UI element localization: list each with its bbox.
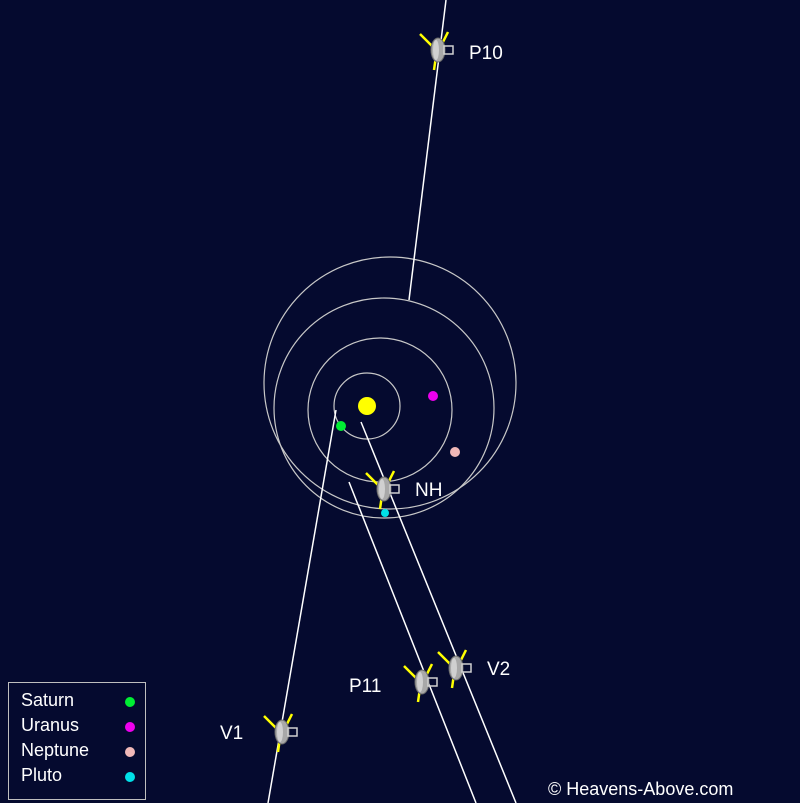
legend-item-neptune: Neptune xyxy=(9,739,145,763)
neptune-dot-icon xyxy=(125,747,135,757)
planet-legend: Saturn Uranus Neptune Pluto xyxy=(8,682,146,800)
p11-trajectory xyxy=(348,481,477,803)
nh-label: NH xyxy=(415,480,443,501)
pluto-dot-icon xyxy=(125,772,135,782)
legend-item-saturn: Saturn xyxy=(9,689,145,713)
legend-label: Uranus xyxy=(21,715,80,735)
uranus-dot-icon xyxy=(125,722,135,732)
legend-label: Saturn xyxy=(21,690,75,710)
uranus-dot xyxy=(428,391,438,401)
legend-item-pluto: Pluto xyxy=(9,764,145,788)
saturn-orbit xyxy=(333,372,401,440)
sun xyxy=(358,397,376,415)
p11-label: P11 xyxy=(349,676,382,697)
v2-label: V2 xyxy=(487,659,511,680)
p10-label: P10 xyxy=(469,43,503,64)
legend-label: Neptune xyxy=(21,740,90,760)
saturn-dot xyxy=(336,421,346,431)
pluto-orbit xyxy=(263,256,517,510)
saturn-dot-icon xyxy=(125,697,135,707)
neptune-dot xyxy=(450,447,460,457)
v1-label: V1 xyxy=(220,723,244,744)
p11-probe-icon xyxy=(402,662,439,704)
credit-text: © Heavens-Above.com xyxy=(548,779,734,799)
v2-probe-icon xyxy=(436,648,473,690)
v1-probe-icon xyxy=(262,712,299,754)
pluto-dot xyxy=(381,509,389,517)
neptune-orbit xyxy=(273,297,495,519)
legend-label: Pluto xyxy=(21,765,63,785)
uranus-orbit xyxy=(307,337,453,483)
p10-probe-icon xyxy=(418,30,455,72)
legend-item-uranus: Uranus xyxy=(9,714,145,738)
